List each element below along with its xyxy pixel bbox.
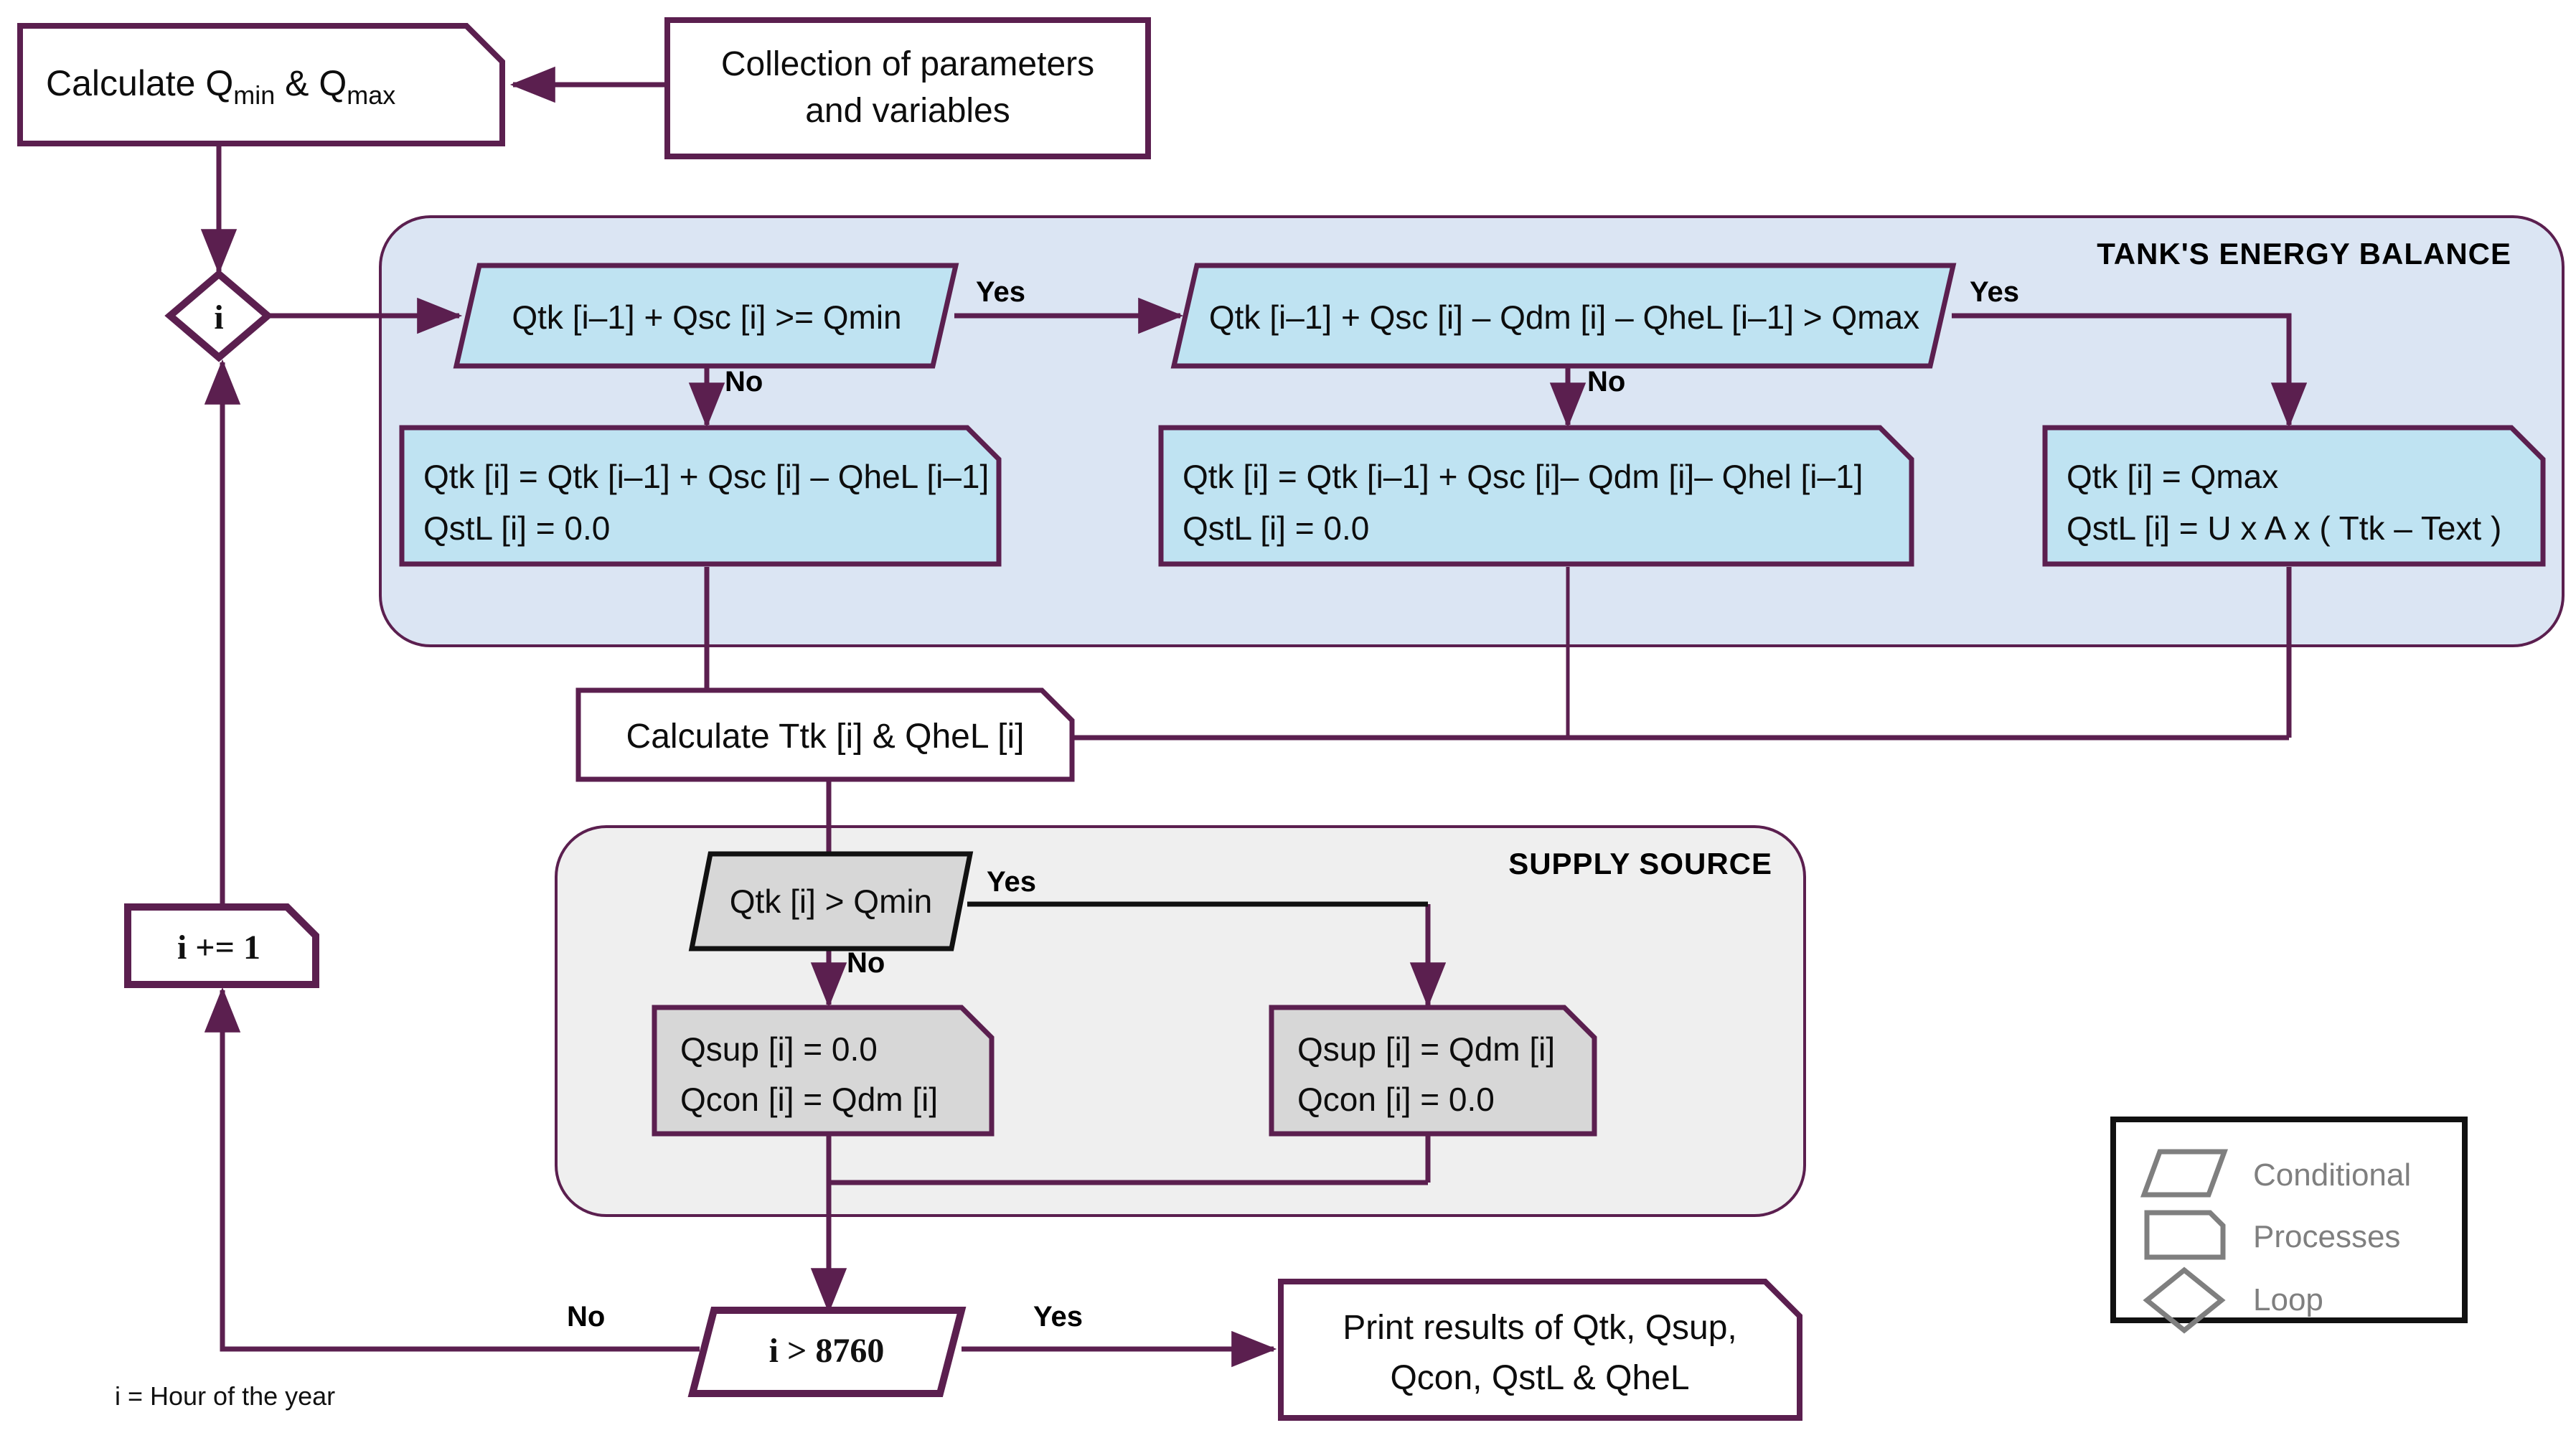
conditional-1-text: Qtk [i–1] + Qsc [i] >= Qmin <box>512 299 901 336</box>
edge-label-no-4: No <box>567 1301 605 1333</box>
edge-cond2-yes-to-proc3 <box>1952 313 2308 428</box>
node-process-1[interactable]: Qtk [i] = Qtk [i–1] + Qsc [i] – QheL [i–… <box>399 425 1002 567</box>
node-process-4[interactable]: Qsup [i] = 0.0 Qcon [i] = Qdm [i] <box>652 1005 995 1137</box>
calc-qmin-sub2: max <box>347 80 395 110</box>
edge-label-no-1: No <box>725 366 763 398</box>
legend-label-loop: Loop <box>2253 1282 2323 1317</box>
legend-label-processes: Processes <box>2253 1219 2400 1254</box>
node-conditional-3[interactable]: Qtk [i] > Qmin <box>688 851 974 951</box>
legend-item-loop: Loop <box>2143 1267 2323 1334</box>
process-4-line1: Qsup [i] = 0.0 <box>680 1030 878 1068</box>
legend-item-conditional: Conditional <box>2140 1149 2411 1198</box>
edge-label-yes-3: Yes <box>987 866 1036 898</box>
edge-label-yes-4: Yes <box>1033 1301 1083 1333</box>
legend-item-processes: Processes <box>2144 1210 2400 1260</box>
edge-label-no-3: No <box>847 947 885 979</box>
node-process-5[interactable]: Qsup [i] = Qdm [i] Qcon [i] = 0.0 <box>1269 1005 1597 1137</box>
svg-text:Calculate Qmin & Qmax: Calculate Qmin & Qmax <box>46 63 395 110</box>
node-conditional-2[interactable]: Qtk [i–1] + Qsc [i] – Qdm [i] – QheL [i–… <box>1170 263 1957 369</box>
print-results-line1: Print results of Qtk, Qsup, <box>1343 1309 1737 1347</box>
edge-label-yes-1: Yes <box>976 276 1025 308</box>
process-5-line2: Qcon [i] = 0.0 <box>1297 1081 1495 1118</box>
conditional-3-text: Qtk [i] > Qmin <box>730 883 932 920</box>
edge-label-no-2: No <box>1587 366 1625 398</box>
print-results-line2: Qcon, QstL & QheL <box>1390 1359 1689 1397</box>
collection-line1: Collection of parameters <box>721 45 1094 83</box>
process-1-line1: Qtk [i] = Qtk [i–1] + Qsc [i] – QheL [i–… <box>423 458 989 495</box>
process-1-line2: QstL [i] = 0.0 <box>423 509 610 547</box>
tank-group-title: TANK'S ENERGY BALANCE <box>2097 237 2511 271</box>
node-calculate-qmin-qmax[interactable]: Calculate Qmin & Qmax <box>17 23 505 146</box>
node-loop-i[interactable]: i <box>164 269 273 362</box>
process-2-line1: Qtk [i] = Qtk [i–1] + Qsc [i]– Qdm [i]– … <box>1183 458 1863 495</box>
node-process-2[interactable]: Qtk [i] = Qtk [i–1] + Qsc [i]– Qdm [i]– … <box>1158 425 1914 567</box>
node-conditional-1[interactable]: Qtk [i–1] + Qsc [i] >= Qmin <box>453 263 959 369</box>
collection-line2: and variables <box>805 92 1010 130</box>
node-process-3[interactable]: Qtk [i] = Qmax QstL [i] = U x A x ( Ttk … <box>2042 425 2546 567</box>
conditional-4-text: i > 8760 <box>769 1332 885 1370</box>
process-3-line1: Qtk [i] = Qmax <box>2067 458 2278 495</box>
process-2-line2: QstL [i] = 0.0 <box>1183 509 1369 547</box>
legend: Conditional Processes Loop <box>2110 1117 2468 1334</box>
increment-label: i += 1 <box>177 929 260 967</box>
loop-i-label: i <box>214 299 223 337</box>
calc-qmin-mid: & Q <box>275 63 347 103</box>
edge-label-yes-2: Yes <box>1970 276 2019 308</box>
process-5-line1: Qsup [i] = Qdm [i] <box>1297 1030 1555 1068</box>
process-4-line2: Qcon [i] = Qdm [i] <box>680 1081 938 1118</box>
conditional-2-text: Qtk [i–1] + Qsc [i] – Qdm [i] – QheL [i–… <box>1209 299 1919 336</box>
calculate-ttk-text: Calculate Ttk [i] & QheL [i] <box>626 718 1025 756</box>
node-conditional-4[interactable]: i > 8760 <box>687 1307 967 1397</box>
node-print-results[interactable]: Print results of Qtk, Qsup, Qcon, QstL &… <box>1278 1279 1802 1421</box>
node-collection-of-parameters[interactable]: Collection of parameters and variables <box>664 17 1151 159</box>
node-calculate-ttk-qhel[interactable]: Calculate Ttk [i] & QheL [i] <box>575 687 1075 782</box>
process-3-line2: QstL [i] = U x A x ( Ttk – Text ) <box>2067 509 2501 547</box>
node-increment-i[interactable]: i += 1 <box>124 903 319 988</box>
calc-qmin-label: Calculate Q <box>46 63 233 103</box>
edge-cond4-no-to-increment <box>204 987 700 1352</box>
supply-group-title: SUPPLY SOURCE <box>1508 847 1772 880</box>
calc-qmin-sub1: min <box>233 80 275 110</box>
caption-hour-of-year: i = Hour of the year <box>115 1381 335 1411</box>
legend-label-conditional: Conditional <box>2253 1157 2411 1193</box>
